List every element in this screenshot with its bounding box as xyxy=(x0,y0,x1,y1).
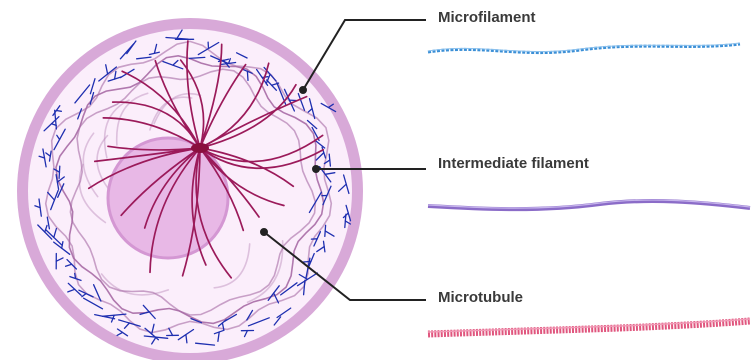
label-microtubule: Microtubule xyxy=(438,289,523,306)
microfilament-branch xyxy=(247,71,248,80)
microfilament-branch xyxy=(75,273,76,278)
label-intermediate-filament: Intermediate filament xyxy=(438,155,589,172)
label-microfilament: Microfilament xyxy=(438,9,536,26)
microfilament-branch xyxy=(56,111,61,112)
cell-illustration xyxy=(17,18,363,360)
centrosome xyxy=(191,143,209,153)
sample-microtubule xyxy=(428,319,750,334)
sample-microfilament xyxy=(428,43,740,53)
leader-dot-microfilament xyxy=(300,87,306,93)
sample-intermediate-filament xyxy=(428,200,750,209)
leader-dot-intermediate xyxy=(313,166,319,172)
leader-dot-microtubule xyxy=(261,229,267,235)
